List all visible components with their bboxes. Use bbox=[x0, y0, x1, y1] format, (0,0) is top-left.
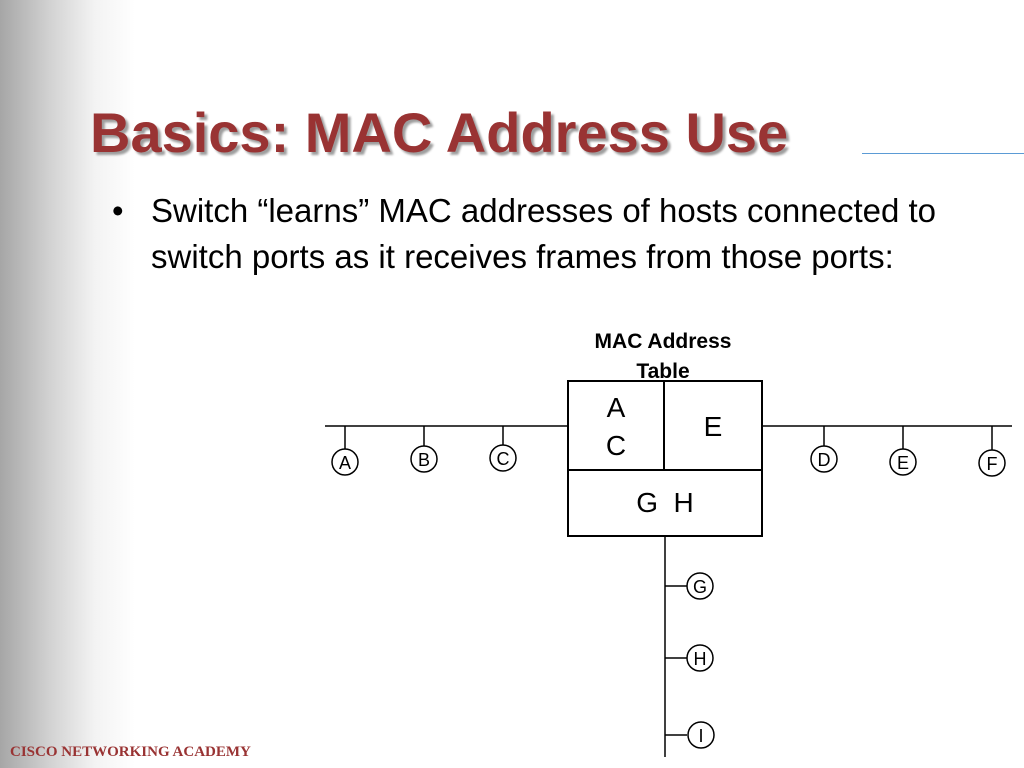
host-f-node bbox=[978, 449, 1006, 477]
host-a-label: A bbox=[339, 453, 351, 473]
bullet-marker: • bbox=[112, 192, 124, 229]
host-c-node bbox=[489, 444, 517, 472]
bottom-segment: G H I bbox=[664, 536, 715, 757]
host-f-label: F bbox=[987, 454, 998, 474]
host-i-node bbox=[687, 721, 715, 749]
cell-left-entry-1: A bbox=[607, 392, 626, 423]
mac-address-table: A C E G H bbox=[567, 380, 763, 537]
host-g-node bbox=[686, 572, 714, 600]
mac-table-label-line1: MAC Address bbox=[595, 330, 732, 353]
host-h-node bbox=[686, 644, 714, 672]
host-g-label: G bbox=[693, 577, 707, 597]
host-b-node bbox=[410, 445, 438, 473]
host-e-node bbox=[889, 448, 917, 476]
host-i-label: I bbox=[698, 726, 703, 746]
host-c-label: C bbox=[497, 449, 510, 469]
host-d-label: D bbox=[818, 450, 831, 470]
host-e-label: E bbox=[897, 453, 909, 473]
mac-table-label-line2: Table bbox=[636, 360, 689, 383]
title-underline bbox=[862, 153, 1024, 154]
host-a-node bbox=[331, 448, 359, 476]
cell-left-entry-2: C bbox=[606, 430, 626, 461]
footer-brand: CISCO NETWORKING ACADEMY bbox=[10, 744, 251, 760]
host-b-label: B bbox=[418, 450, 430, 470]
cell-bottom-entries: G H bbox=[636, 487, 694, 518]
cell-right-entry: E bbox=[704, 411, 723, 442]
host-d-node bbox=[810, 445, 838, 473]
left-segment: A B C bbox=[325, 425, 568, 476]
slide-title: Basics: MAC Address Use bbox=[90, 101, 789, 164]
bullet-text: Switch “learns” MAC addresses of hosts c… bbox=[151, 192, 937, 275]
right-segment: D E F bbox=[762, 425, 1012, 477]
host-h-label: H bbox=[694, 649, 707, 669]
